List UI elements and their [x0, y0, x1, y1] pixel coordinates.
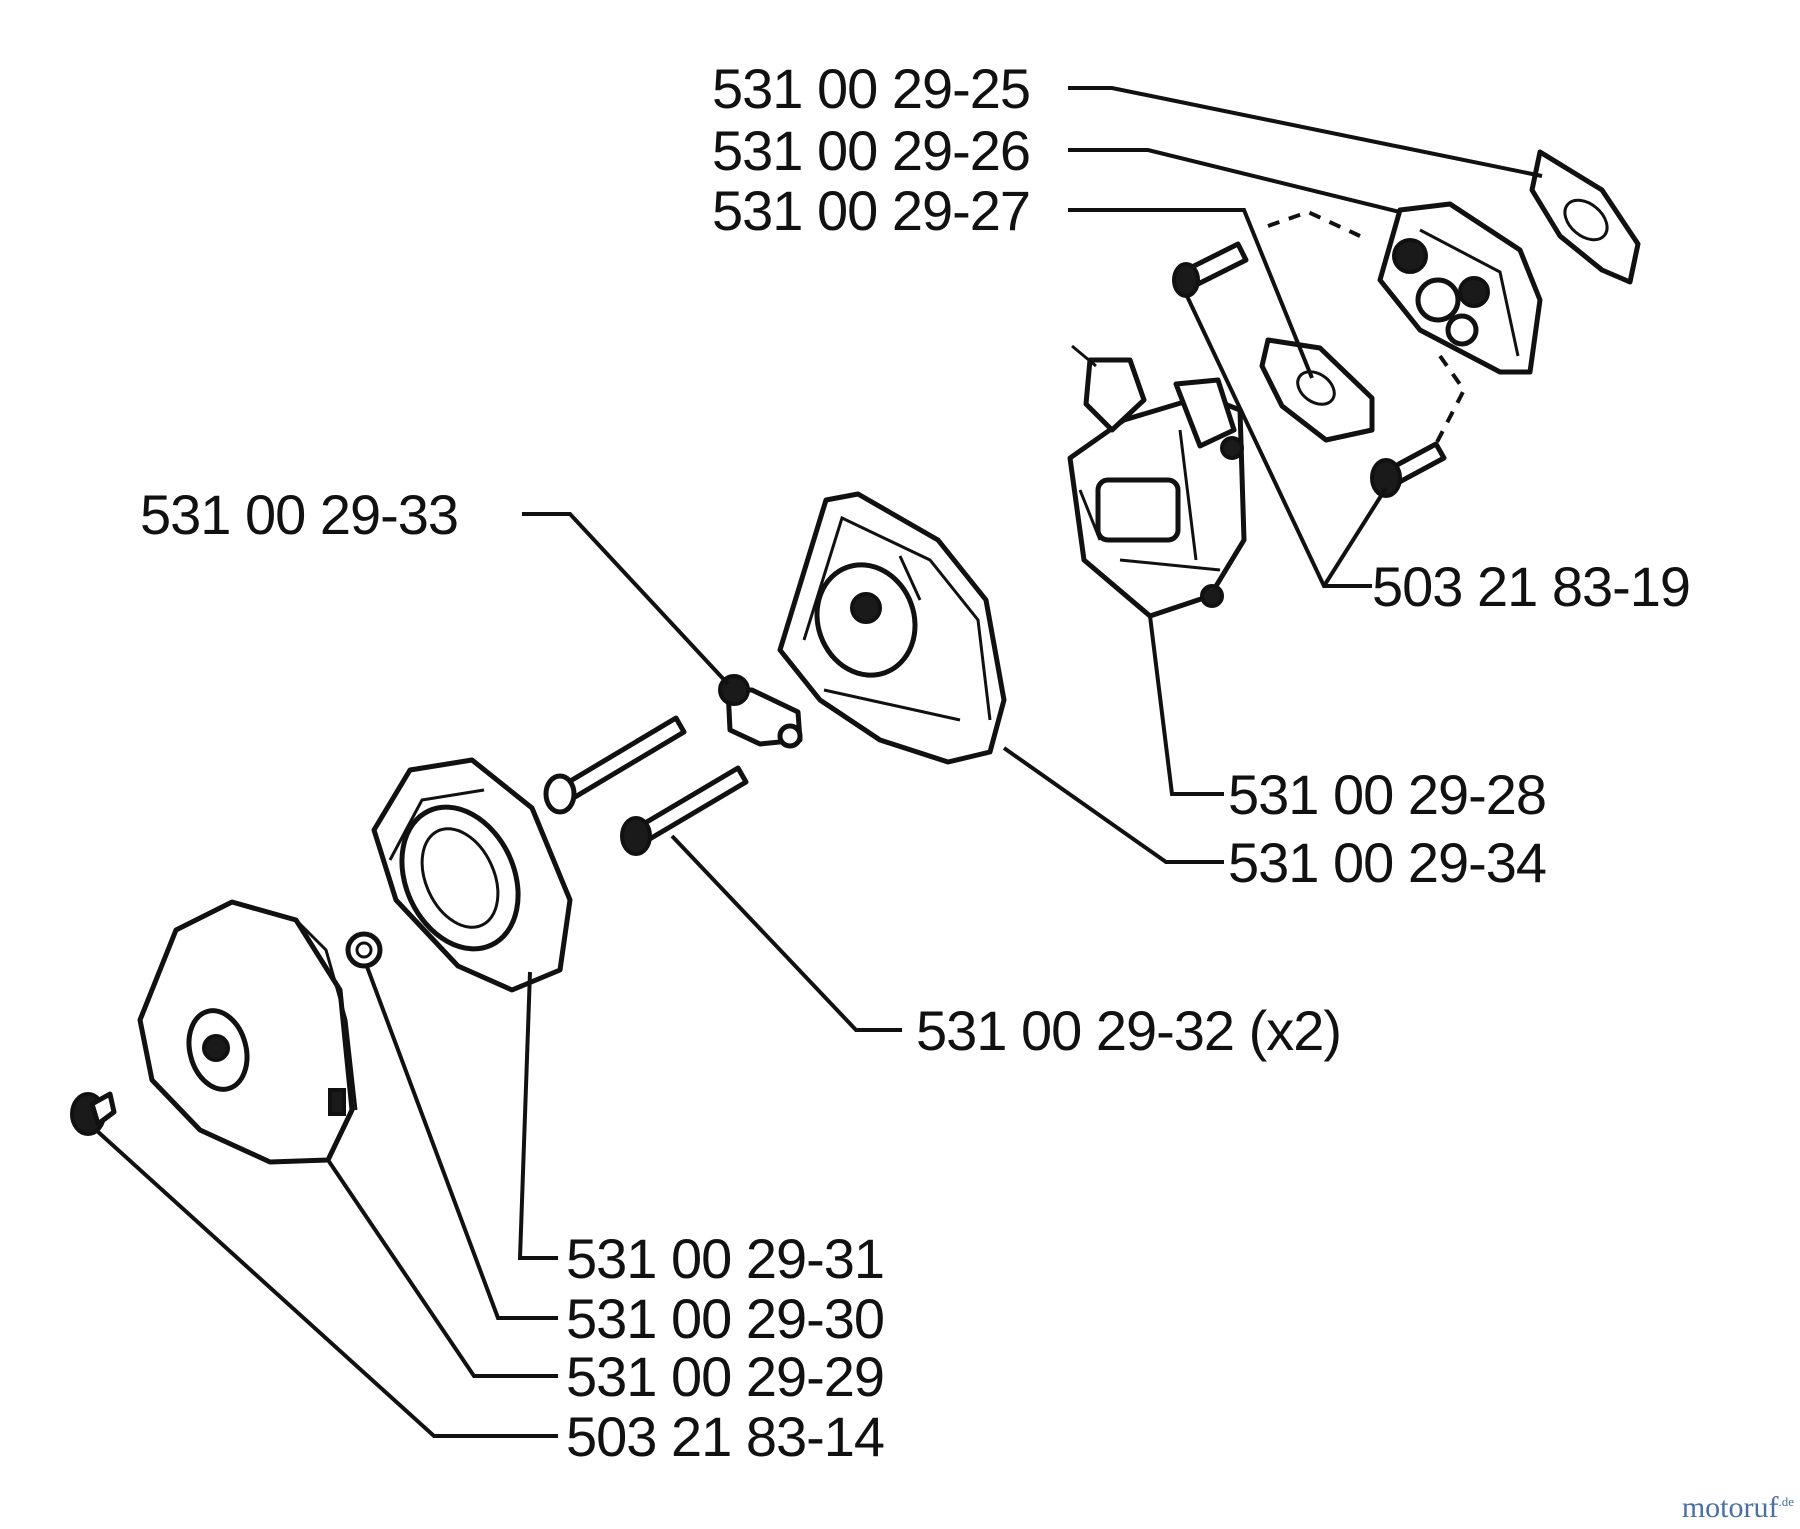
carburetor-part: [1067, 344, 1247, 619]
leader-p-27-dashed: [1267, 209, 1361, 238]
cover-screw-part: [70, 1091, 117, 1136]
label-p-25: 531 00 29-25: [712, 57, 1030, 120]
leader-p-34: [1002, 746, 1224, 864]
leader-p-26: [1068, 148, 1401, 214]
leader-p-32: [670, 834, 902, 1032]
leader-p-27: [1068, 208, 1314, 379]
label-p-30: 531 00 29-30: [566, 1287, 884, 1350]
leader-p-28: [1148, 615, 1224, 796]
screw-upper-part: [1172, 241, 1249, 298]
filter-element-part: [371, 757, 573, 993]
watermark-name: motoruf: [1681, 1491, 1779, 1524]
label-p-27: 531 00 29-27: [712, 179, 1030, 242]
filter-cover-part: [137, 899, 358, 1165]
bracket-part: [718, 674, 803, 749]
gasket-top-part: [1529, 149, 1641, 285]
leader-p-29: [326, 1158, 558, 1378]
label-p-28: 531 00 29-28: [1228, 763, 1546, 826]
leader-p-14: [94, 1128, 558, 1438]
gasket-middle-part: [1259, 337, 1375, 443]
filter-housing-base-part: [777, 491, 1007, 765]
long-screw-upper-part: [543, 715, 687, 815]
label-p-32: 531 00 29-32 (x2): [916, 999, 1341, 1062]
leader-p-19-b: [1322, 486, 1388, 588]
leader-p-33: [522, 512, 730, 686]
label-p-29: 531 00 29-29: [566, 1345, 884, 1408]
leader-p-31: [517, 971, 558, 1260]
label-p-14: 503 21 83-14: [566, 1405, 884, 1468]
label-p-33: 531 00 29-33: [140, 483, 458, 546]
watermark-suffix: .de: [1778, 1494, 1794, 1509]
watermark-logo: motoruf.de: [1682, 1491, 1794, 1525]
leader-p-26-dashed: [1434, 354, 1467, 445]
leader-p-25: [1068, 86, 1543, 178]
label-p-26: 531 00 29-26: [712, 119, 1030, 182]
long-screw-lower-part: [620, 765, 749, 856]
intake-flange-part: [1377, 201, 1543, 375]
nut-part: [345, 931, 383, 969]
label-p-19: 503 21 83-19: [1372, 555, 1690, 618]
leader-p-30: [364, 963, 558, 1320]
label-p-34: 531 00 29-34: [1228, 831, 1546, 894]
label-p-31: 531 00 29-31: [566, 1227, 884, 1290]
screw-lower-part: [1370, 441, 1447, 498]
